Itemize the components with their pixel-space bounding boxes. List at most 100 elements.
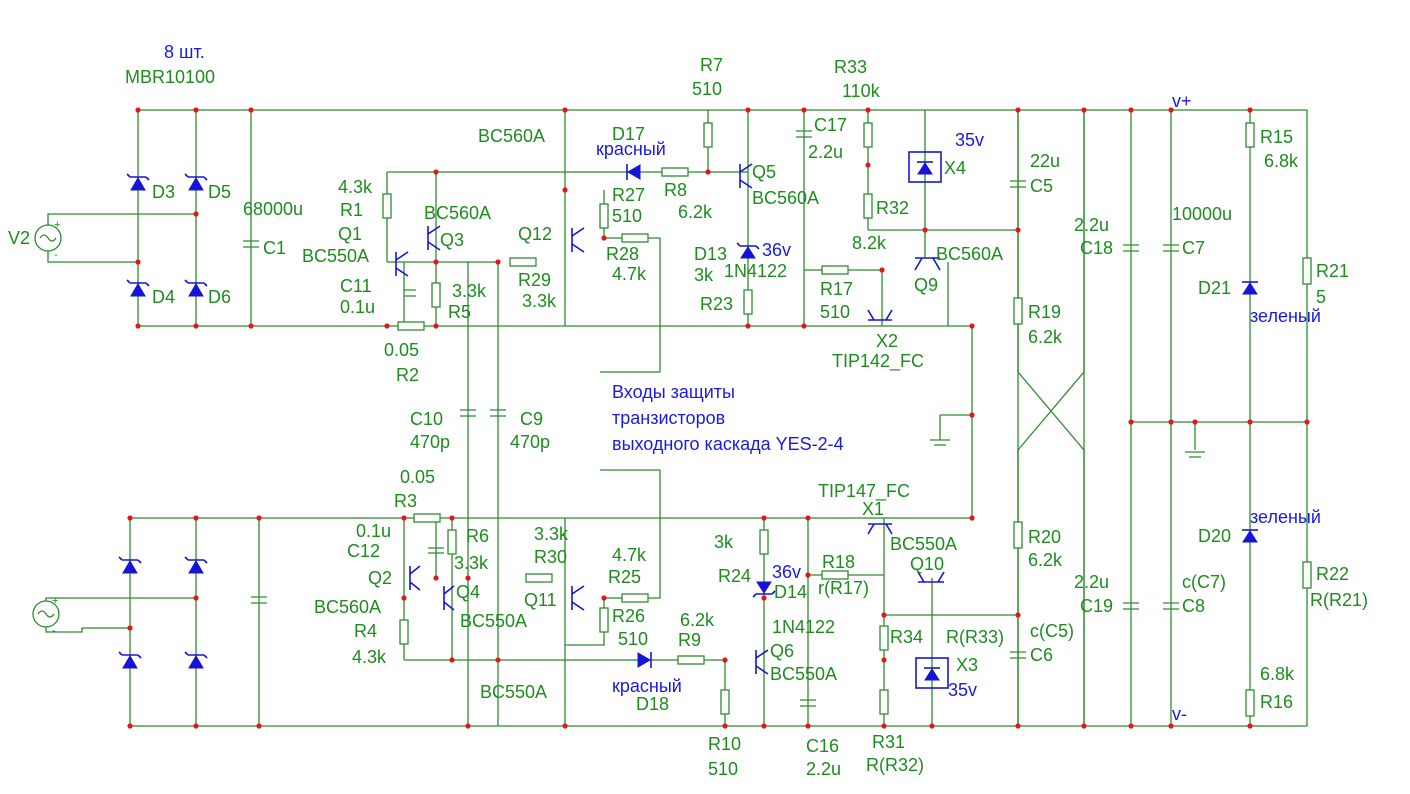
r29-value: 3.3k bbox=[522, 291, 557, 311]
r10-value: 510 bbox=[708, 759, 738, 779]
resistor-r9 bbox=[677, 655, 705, 665]
q12-part: BC560A bbox=[478, 126, 545, 146]
r18-value: r(R17) bbox=[818, 578, 869, 598]
vplus-label: v+ bbox=[1172, 91, 1192, 111]
junction-dot bbox=[745, 323, 751, 329]
junction-dot bbox=[433, 259, 439, 265]
r6-value: 3.3k bbox=[454, 553, 489, 573]
note-line-3: выходного каскада YES-2-4 bbox=[612, 434, 844, 454]
r32-value: 8.2k bbox=[852, 233, 887, 253]
q2-part: BC560A bbox=[314, 597, 381, 617]
junction-dot bbox=[562, 723, 568, 729]
junction-dot bbox=[401, 595, 407, 601]
resistors bbox=[382, 122, 1312, 717]
c19-label: C19 bbox=[1080, 596, 1113, 616]
resistor-r3 bbox=[413, 513, 441, 523]
c10-label: C10 bbox=[410, 409, 443, 429]
diode-d8 bbox=[188, 655, 204, 669]
q9-part: BC560A bbox=[936, 244, 1003, 264]
r21-value: 5 bbox=[1316, 287, 1326, 307]
r5-value: 3.3k bbox=[452, 281, 487, 301]
q5-part: BC560A bbox=[752, 188, 819, 208]
transistor-q12 bbox=[571, 227, 585, 253]
c1-label: C1 bbox=[263, 238, 286, 258]
junction-dot bbox=[433, 323, 439, 329]
d4-label: D4 bbox=[152, 287, 175, 307]
q2-label: Q2 bbox=[368, 568, 392, 588]
diode-d17 bbox=[627, 164, 641, 180]
c11-label: C11 bbox=[340, 276, 372, 296]
bridge-qty-label: 8 шт. bbox=[164, 42, 205, 62]
resistor-r30 bbox=[525, 573, 553, 583]
d14-label: D14 bbox=[774, 582, 807, 602]
resistor-r8 bbox=[661, 167, 689, 177]
r20-value: 6.2k bbox=[1028, 550, 1063, 570]
r17-label: R17 bbox=[820, 279, 853, 299]
r22-value: R(R21) bbox=[1310, 590, 1368, 610]
r15-label: R15 bbox=[1260, 127, 1293, 147]
r26-value: 510 bbox=[618, 629, 648, 649]
junction-dot bbox=[1192, 419, 1198, 425]
x3-label: X3 bbox=[956, 655, 978, 675]
r30-label: R30 bbox=[534, 547, 567, 567]
x1-part: TIP147_FC bbox=[818, 481, 910, 502]
d17-color: красный bbox=[596, 139, 666, 159]
vminus-label: v- bbox=[1172, 704, 1187, 724]
r9-value: 6.2k bbox=[680, 610, 715, 630]
r3-value: 0.05 bbox=[400, 467, 435, 487]
d18-color: красный bbox=[612, 676, 682, 696]
c8-value: c(C7) bbox=[1182, 572, 1226, 592]
diode-d4 bbox=[130, 283, 146, 297]
junction-dot bbox=[601, 235, 607, 241]
v2-minus-mark: - bbox=[54, 249, 58, 261]
junction-dot bbox=[248, 323, 254, 329]
junction-dot bbox=[1015, 107, 1021, 113]
diode-d14 bbox=[756, 581, 772, 594]
resistor-r15 bbox=[1245, 122, 1255, 148]
junction-dot bbox=[1247, 723, 1253, 729]
x1-label: X1 bbox=[862, 499, 884, 519]
resistor-r4 bbox=[399, 619, 409, 645]
diode-d5 bbox=[188, 177, 204, 191]
transistor-q6 bbox=[755, 649, 769, 675]
junction-dot bbox=[1304, 419, 1310, 425]
d6-label: D6 bbox=[208, 287, 231, 307]
resistor-r34 bbox=[879, 625, 889, 651]
junction-dot bbox=[1015, 612, 1021, 618]
junction-dot bbox=[705, 169, 711, 175]
junction-dot bbox=[465, 575, 471, 581]
junction-dot bbox=[127, 515, 133, 521]
junction-dot bbox=[127, 625, 133, 631]
junction-dot bbox=[601, 595, 607, 601]
r25-value: 4.7k bbox=[612, 545, 647, 565]
c7-label: C7 bbox=[1182, 238, 1205, 258]
junction-dot bbox=[449, 515, 455, 521]
c16-value: 2.2u bbox=[806, 759, 841, 779]
junction-dot bbox=[495, 657, 501, 663]
capacitor-c8 bbox=[1163, 602, 1179, 610]
resistor-r16 bbox=[1245, 689, 1255, 717]
q9-label: Q9 bbox=[914, 275, 938, 295]
capacitor-c17 bbox=[796, 130, 812, 138]
r7-label: R7 bbox=[700, 55, 723, 75]
diodes bbox=[118, 164, 1258, 669]
junction-dot bbox=[384, 323, 390, 329]
resistor-r25 bbox=[621, 593, 649, 603]
transistor-q3 bbox=[427, 225, 441, 251]
d17-label: D17 bbox=[612, 124, 645, 144]
capacitor-c6 bbox=[1010, 651, 1026, 659]
r9-label: R9 bbox=[678, 630, 701, 650]
junction-dot bbox=[969, 412, 975, 418]
r26-label: R26 bbox=[612, 606, 645, 626]
r19-value: 6.2k bbox=[1028, 327, 1063, 347]
resistor-r5 bbox=[431, 282, 441, 308]
junction-dot bbox=[761, 595, 767, 601]
c10-value: 470p bbox=[410, 432, 450, 452]
d18-label: D18 bbox=[636, 694, 669, 714]
junction-dot bbox=[1168, 723, 1174, 729]
junction-dot bbox=[761, 515, 767, 521]
junction-dot bbox=[433, 575, 439, 581]
junction-dot bbox=[495, 259, 501, 265]
junction-dot bbox=[449, 657, 455, 663]
